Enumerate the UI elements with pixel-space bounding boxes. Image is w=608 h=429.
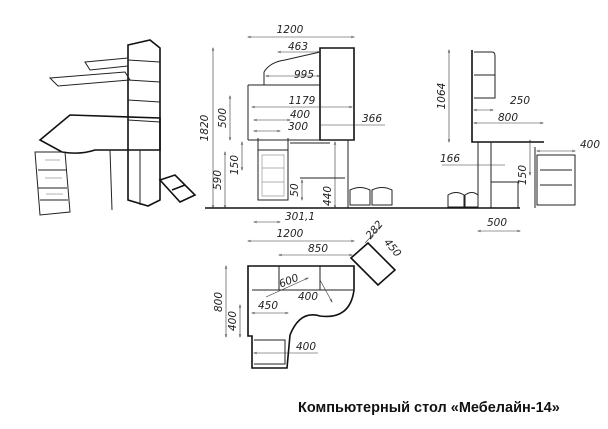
dim-label: 800 [498,112,518,124]
dim-label: 1200 [277,228,304,240]
dim-label: 500 [487,217,507,229]
dim-label: 50 [289,183,301,197]
dim-label: 400 [296,341,316,353]
dim-label: 995 [294,69,314,81]
drawing-title: Компьютерный стол «Мебелайн-14» [298,400,560,416]
dim-label: 400 [227,311,239,331]
dim-label: 1200 [277,24,304,36]
dim-label: 1820 [199,114,211,141]
dim-label: 150 [229,155,241,175]
dim-label: 250 [510,95,530,107]
plan-view [226,224,397,369]
dim-label: 450 [381,237,403,260]
dim-label: 1064 [436,83,448,110]
front-view [205,37,420,222]
dim-label: 366 [362,113,382,125]
dim-label: 400 [298,291,318,303]
dim-label: 450 [258,300,278,312]
dim-label: 800 [213,292,225,312]
dim-label: 500 [217,108,229,128]
dim-label: 300 [288,121,308,133]
dim-label: 400 [290,109,310,121]
dim-label: 590 [212,170,224,190]
isometric-view [34,39,197,216]
dim-label: 282 [364,218,386,241]
dim-label: 150 [517,165,529,185]
dim-label: 600 [277,272,300,291]
dim-label: 166 [440,153,460,165]
dim-label: 440 [322,186,334,206]
dim-label: 400 [580,139,600,151]
dim-label: 301,1 [285,211,315,223]
dim-label: 463 [288,41,308,53]
dim-label: 850 [308,243,328,255]
dim-label: 1179 [289,95,316,107]
side-view [420,50,576,231]
